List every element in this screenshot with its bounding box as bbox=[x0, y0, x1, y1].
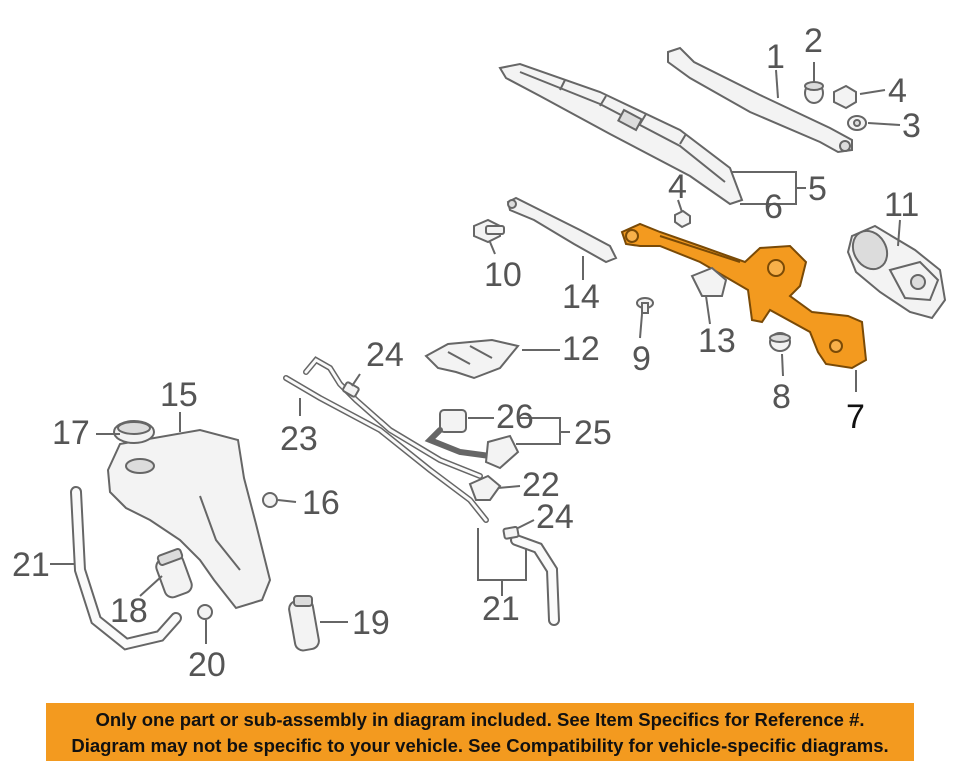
disclaimer-banner: Only one part or sub-assembly in diagram… bbox=[46, 703, 914, 761]
parts-diagram: 1 2 4 3 5 6 4 11 10 14 13 9 12 8 7 24 23… bbox=[12, 22, 947, 684]
callout-10: 10 bbox=[484, 256, 522, 294]
banner-line-1: Only one part or sub-assembly in diagram… bbox=[95, 709, 865, 730]
bracket-part bbox=[424, 338, 520, 380]
callout-1: 1 bbox=[766, 38, 785, 76]
nozzle-part bbox=[468, 474, 502, 501]
push-pin-part bbox=[636, 297, 654, 314]
callout-19: 19 bbox=[352, 604, 390, 642]
callout-3: 3 bbox=[902, 107, 921, 145]
banner-line-2: Diagram may not be specific to your vehi… bbox=[71, 735, 889, 756]
callout-6: 6 bbox=[764, 188, 783, 226]
bolt-part bbox=[473, 218, 505, 244]
nut-part bbox=[833, 84, 857, 110]
clip-part bbox=[690, 266, 728, 297]
callout-16: 16 bbox=[302, 484, 340, 522]
callout-25: 25 bbox=[574, 414, 612, 452]
callout-21-left: 21 bbox=[12, 546, 50, 584]
callout-24-top: 24 bbox=[366, 336, 404, 374]
grommet-part bbox=[769, 332, 791, 352]
callout-4-top: 4 bbox=[888, 72, 907, 110]
connector-part bbox=[342, 381, 520, 540]
callout-12: 12 bbox=[562, 330, 600, 368]
callout-26: 26 bbox=[496, 398, 534, 436]
callout-22: 22 bbox=[522, 466, 560, 504]
pump-seal-part bbox=[197, 604, 213, 620]
filler-hose-part bbox=[70, 486, 182, 651]
wiper-arm-part bbox=[667, 46, 853, 154]
callout-13: 13 bbox=[698, 322, 736, 360]
callout-4-mid: 4 bbox=[668, 168, 687, 206]
callout-15: 15 bbox=[160, 376, 198, 414]
callout-7: 7 bbox=[846, 398, 865, 436]
small-nut-part bbox=[674, 209, 691, 229]
sensor-part bbox=[424, 409, 520, 470]
callout-20: 20 bbox=[188, 646, 226, 684]
wiper-blade-part bbox=[498, 62, 744, 206]
cap-part bbox=[804, 81, 824, 104]
callout-24-bottom: 24 bbox=[536, 498, 574, 536]
washer-pump-part bbox=[155, 548, 193, 599]
callout-9: 9 bbox=[632, 340, 651, 378]
washer-part bbox=[847, 115, 867, 131]
callout-8: 8 bbox=[772, 378, 791, 416]
wiper-linkage-part bbox=[620, 222, 868, 370]
callout-2: 2 bbox=[804, 22, 823, 60]
callout-23: 23 bbox=[280, 420, 318, 458]
washer-pump-alt-part bbox=[288, 595, 320, 652]
callout-17: 17 bbox=[52, 414, 90, 452]
callout-5: 5 bbox=[808, 170, 827, 208]
nozzle-hose-part bbox=[510, 534, 560, 626]
callout-18: 18 bbox=[110, 592, 148, 630]
leader-lines bbox=[50, 62, 901, 644]
reservoir-cap-part bbox=[113, 420, 155, 444]
grommet-part bbox=[262, 492, 278, 508]
callout-14: 14 bbox=[562, 278, 600, 316]
callout-11: 11 bbox=[884, 186, 919, 224]
washer-reservoir-part bbox=[106, 428, 272, 610]
callout-21-center: 21 bbox=[482, 590, 520, 628]
callout-numbers: 1 2 4 3 5 6 4 11 10 14 13 9 12 8 7 24 23… bbox=[12, 22, 921, 684]
wiper-motor-part bbox=[846, 224, 947, 320]
linkage-arm-part bbox=[506, 196, 618, 264]
